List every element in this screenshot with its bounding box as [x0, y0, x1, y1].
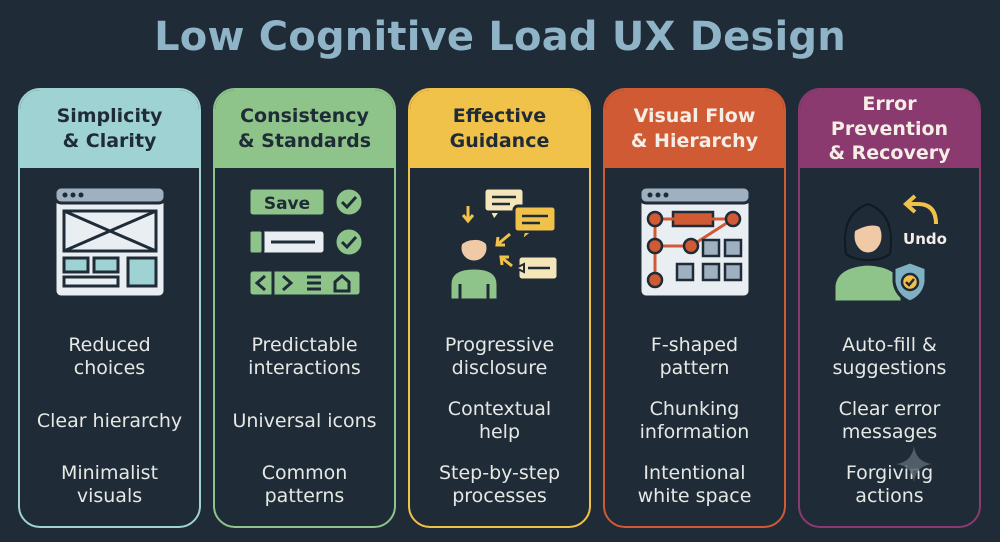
card-header: Simplicity & Clarity — [20, 90, 199, 168]
user-undo-shield-icon: Undo — [800, 184, 979, 314]
page-title: Low Cognitive Load UX Design — [154, 14, 846, 60]
guided-user-icon — [410, 184, 589, 314]
card-guidance: Effective Guidance — [408, 88, 591, 528]
card-item: Common patterns — [261, 462, 348, 508]
card-item: Progressive disclosure — [444, 334, 555, 380]
card-item: Universal icons — [232, 410, 377, 432]
card-header-label: Visual Flow & Hierarchy — [630, 105, 759, 152]
card-item: Clear hierarchy — [36, 410, 183, 432]
card-item: Step-by-step processes — [438, 462, 561, 508]
card-visual-flow: Visual Flow & Hierarchy F-shaped pattern… — [603, 88, 786, 528]
f-pattern-layout-icon — [605, 184, 784, 314]
card-item: Predictable interactions — [248, 334, 361, 380]
card-header: Error Prevention & Recovery — [800, 90, 979, 168]
card-header-label: Effective Guidance — [449, 105, 550, 152]
ui-components-icon: Save — [215, 184, 394, 314]
card-item: Forgiving actions — [845, 462, 934, 508]
wireframe-icon — [20, 184, 199, 314]
card-item: Chunking information — [639, 398, 750, 444]
card-error-prevention: Error Prevention & Recovery Undo Auto-fi… — [798, 88, 981, 528]
card-header: Effective Guidance — [410, 90, 589, 168]
sparkle-icon — [896, 446, 932, 482]
card-item: Intentional white space — [637, 462, 752, 508]
card-header-label: Simplicity & Clarity — [56, 105, 163, 152]
save-button-label: Save — [263, 194, 309, 214]
card-item: Contextual help — [447, 398, 552, 444]
card-item: Clear error messages — [838, 398, 941, 444]
card-header: Visual Flow & Hierarchy — [605, 90, 784, 168]
card-item: Reduced choices — [68, 334, 151, 380]
card-item: F-shaped pattern — [650, 334, 739, 380]
card-header-label: Error Prevention & Recovery — [828, 92, 951, 165]
card-header: Consistency & Standards — [215, 90, 394, 168]
card-consistency: Consistency & Standards Save Predictable… — [213, 88, 396, 528]
card-simplicity: Simplicity & Clarity Reduced choices Cle… — [18, 88, 201, 528]
card-header-label: Consistency & Standards — [238, 105, 371, 152]
undo-label: Undo — [903, 230, 947, 248]
card-item: Minimalist visuals — [60, 462, 159, 508]
card-item: Auto-fill & suggestions — [832, 334, 947, 380]
